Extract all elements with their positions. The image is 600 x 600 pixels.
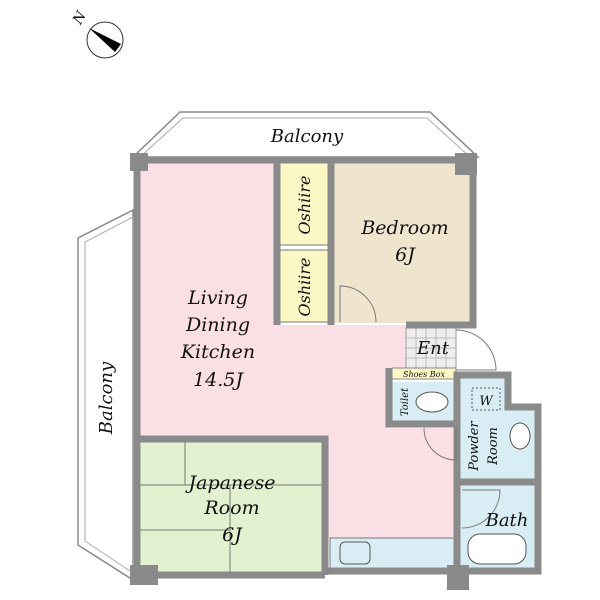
ldk-label-2: Dining <box>185 314 250 336</box>
bedroom-label: Bedroom <box>360 217 448 239</box>
sink-icon <box>339 541 371 565</box>
oshiire-1-label: Oshiire <box>295 176 314 235</box>
toilet-icon <box>415 391 449 413</box>
doors <box>339 285 501 529</box>
shoes-box-label: Shoes Box <box>403 370 446 379</box>
ldk-size: 14.5J <box>193 369 244 391</box>
balcony-top-label: Balcony <box>270 126 344 147</box>
powder-room <box>460 378 535 480</box>
north-label: N <box>70 8 91 28</box>
entrance-tiles <box>406 328 456 368</box>
bathtub-icon <box>467 533 527 565</box>
walls <box>130 153 542 590</box>
japanese-room-label-2: Room <box>203 497 259 519</box>
washer-space <box>471 387 501 411</box>
powder-room-label-1: Powder <box>467 421 482 472</box>
japanese-room <box>140 442 322 572</box>
powder-room-label-2: Room <box>486 427 501 466</box>
washbasin-icon <box>509 422 531 450</box>
oshiire-2-label: Oshiire <box>295 258 314 317</box>
toilet-label: Toilet <box>400 387 411 416</box>
north-arrow-icon: N <box>70 8 124 59</box>
entrance-label: Ent <box>416 338 450 359</box>
japanese-room-size: 6J <box>222 524 243 546</box>
tatami-lines <box>140 442 322 572</box>
ldk-label-3: Kitchen <box>180 341 255 363</box>
ldk-label-1: Living <box>187 287 248 309</box>
balcony-left-label: Balcony <box>96 361 117 435</box>
bedroom-size: 6J <box>395 244 416 266</box>
washer-label: W <box>479 394 494 409</box>
bedroom <box>334 163 470 323</box>
kitchen-counter <box>329 537 457 569</box>
oshiire-1 <box>279 162 329 246</box>
living-dining-kitchen <box>140 163 456 538</box>
japanese-room-label-1: Japanese <box>185 472 276 494</box>
bath-label: Bath <box>485 510 529 531</box>
